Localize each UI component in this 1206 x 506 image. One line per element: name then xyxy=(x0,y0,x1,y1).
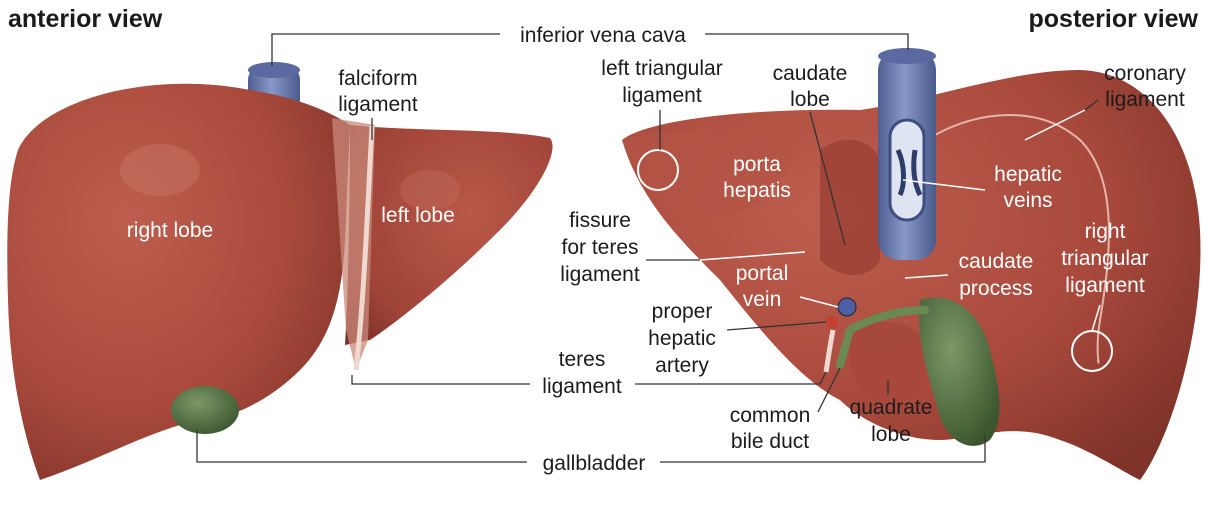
label-caudate-lobe-2: lobe xyxy=(790,88,830,111)
left-lobe-shape xyxy=(345,125,553,345)
portal-vein-shape xyxy=(838,298,856,316)
heading-anterior: anterior view xyxy=(8,5,163,33)
label-rtl-1: right xyxy=(1085,220,1126,243)
label-fissure-1: fissure xyxy=(569,209,631,232)
caudate-lobe-shape xyxy=(820,140,880,275)
label-ivc: inferior vena cava xyxy=(520,24,686,47)
label-porta-2: hepatis xyxy=(723,179,791,202)
label-fissure-3: ligament xyxy=(560,263,640,286)
label-fissure-2: for teres xyxy=(561,236,638,259)
label-caudate-lobe-1: caudate xyxy=(773,62,848,85)
label-caudate-process-2: process xyxy=(959,277,1033,300)
label-rtl-2: triangular xyxy=(1061,247,1149,270)
ivc-window xyxy=(890,120,924,220)
label-quadrate-2: lobe xyxy=(871,423,911,446)
label-porta-1: porta xyxy=(733,153,781,176)
label-portal-vein-1: portal xyxy=(736,262,789,285)
label-quadrate-1: quadrate xyxy=(850,396,933,419)
label-coronary-2: ligament xyxy=(1105,88,1185,111)
label-hepatic-veins-1: hepatic xyxy=(994,163,1062,186)
label-cbd-1: common xyxy=(730,404,811,427)
ivc-anterior-top xyxy=(248,62,300,78)
label-pha-3: artery xyxy=(655,354,709,377)
label-hepatic-veins-2: veins xyxy=(1003,189,1052,212)
label-gallbladder: gallbladder xyxy=(543,452,646,475)
label-caudate-process-1: caudate xyxy=(959,250,1034,273)
label-pha-1: proper xyxy=(652,300,713,323)
label-ltl-2: ligament xyxy=(622,84,702,107)
label-left-lobe: left lobe xyxy=(381,204,455,227)
label-rtl-3: ligament xyxy=(1065,274,1145,297)
hepatic-artery-shape xyxy=(826,316,838,328)
anterior-liver xyxy=(7,62,552,480)
label-cbd-2: bile duct xyxy=(731,430,809,453)
label-falciform-2: ligament xyxy=(338,93,418,116)
gallbladder-anterior xyxy=(171,386,239,434)
label-right-lobe: right lobe xyxy=(127,219,213,242)
label-pha-2: hepatic xyxy=(648,327,716,350)
heading-posterior: posterior view xyxy=(1029,5,1199,33)
label-coronary-1: coronary xyxy=(1104,62,1186,85)
label-portal-vein-2: vein xyxy=(743,288,782,311)
label-teres-2: ligament xyxy=(542,375,622,398)
label-ltl-1: left triangular xyxy=(601,57,722,80)
label-falciform-1: falciform xyxy=(338,67,417,90)
label-teres-1: teres xyxy=(559,348,606,371)
